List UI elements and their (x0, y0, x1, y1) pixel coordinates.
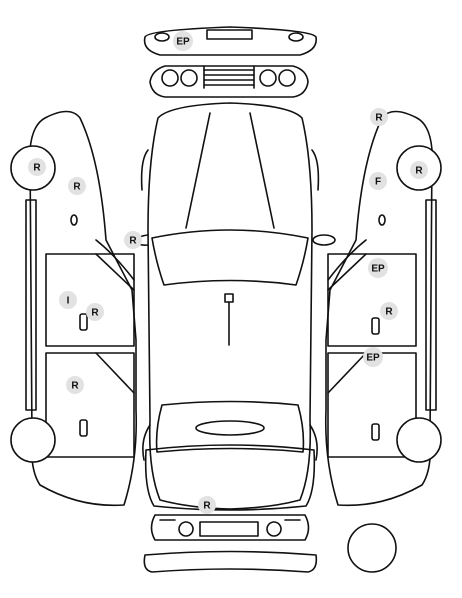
front-grille-view (149, 65, 309, 98)
damage-marker-label: I (67, 296, 70, 307)
damage-marker-rear-bumper: R (198, 496, 216, 514)
damage-marker-dot (68, 177, 86, 195)
spare-wheel (347, 523, 397, 573)
damage-marker-label: R (73, 182, 81, 193)
damage-marker-label: R (375, 113, 383, 124)
damage-marker-label: F (375, 177, 381, 188)
damage-marker-dot (124, 231, 142, 249)
damage-marker-left-front-door-handle: I (59, 291, 77, 309)
damage-marker-right-rear-door-upper: EP (363, 347, 383, 367)
damage-marker-label: EP (176, 37, 190, 48)
damage-marker-label: R (129, 236, 137, 247)
damage-marker-right-front-fender: F (369, 172, 387, 190)
damage-marker-dot (369, 172, 387, 190)
damage-marker-dot (368, 258, 388, 278)
damage-marker-dot (59, 291, 77, 309)
front-bumper-view (143, 26, 317, 56)
damage-marker-left-front-fender: R (68, 177, 86, 195)
car-top-view (135, 102, 336, 511)
damage-marker-label: EP (366, 353, 380, 364)
damage-marker-left-front-door: R (86, 303, 104, 321)
damage-marker-label: R (71, 381, 79, 392)
damage-markers: EP R R R F R R EP R EP I R R R (28, 31, 428, 514)
damage-marker-right-front-door: R (380, 302, 398, 320)
damage-marker-label: EP (371, 264, 385, 275)
rear-tail-view (143, 514, 318, 573)
damage-marker-right-front-quarter: R (370, 108, 388, 126)
damage-marker-right-front-door-upper: EP (368, 258, 388, 278)
damage-marker-left-rear-door: R (66, 376, 84, 394)
damage-marker-dot (410, 161, 428, 179)
damage-marker-label: R (415, 166, 423, 177)
damage-marker-label: R (385, 307, 393, 318)
damage-marker-dot (198, 496, 216, 514)
damage-marker-dot (370, 108, 388, 126)
damage-marker-label: R (203, 501, 211, 512)
damage-marker-dot (86, 303, 104, 321)
damage-marker-left-front-wheel: R (28, 158, 46, 176)
damage-marker-dot (380, 302, 398, 320)
damage-marker-dot (66, 376, 84, 394)
damage-marker-hood-left-edge: R (124, 231, 142, 249)
damage-marker-right-front-wheel: R (410, 161, 428, 179)
damage-marker-label: R (91, 308, 99, 319)
damage-marker-dot (28, 158, 46, 176)
damage-marker-dot (173, 31, 193, 51)
damage-marker-label: R (33, 163, 41, 174)
damage-marker-dot (363, 347, 383, 367)
damage-marker-front-bumper: EP (173, 31, 193, 51)
left-side-view (10, 110, 138, 507)
